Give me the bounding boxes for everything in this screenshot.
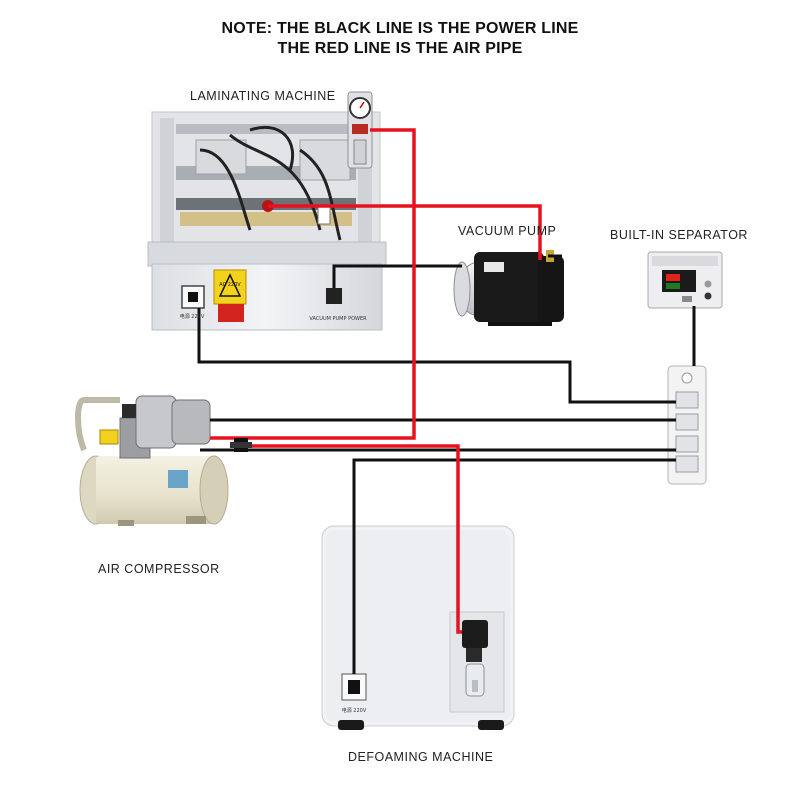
air-compressor <box>75 395 229 526</box>
vacuum-pump <box>453 250 564 326</box>
label-vacuum-pump: VACUUM PUMP <box>458 224 557 238</box>
air-pipes <box>210 128 542 634</box>
built-in-separator <box>647 251 723 309</box>
power-line-defoaming <box>352 458 676 674</box>
vacuum-pump-power-text: VACUUM PUMP POWER <box>309 316 367 322</box>
laminating-machine <box>147 91 387 331</box>
label-defoaming-machine: DEFOAMING MACHINE <box>348 750 494 764</box>
defoam-power-text: 电源 220V <box>342 707 367 714</box>
laminating-power-text: 电源 220V <box>180 313 205 320</box>
power-line-vacuum-pump <box>332 264 462 288</box>
note-air-pipe: THE RED LINE IS THE AIR PIPE <box>277 40 523 57</box>
defoaming-machine <box>321 525 515 730</box>
note-power-line: NOTE: THE BLACK LINE IS THE POWER LINE <box>221 20 579 37</box>
vacuum-power-socket <box>326 288 342 304</box>
label-air-compressor: AIR COMPRESSOR <box>98 562 220 576</box>
label-built-in-separator: BUILT-IN SEPARATOR <box>610 228 748 242</box>
air-pipe-defoaming <box>246 444 462 634</box>
power-strip <box>667 365 707 485</box>
power-lines <box>197 254 696 674</box>
air-pipe-vacuum <box>268 204 542 260</box>
power-rating-text: AC 220V <box>219 282 241 288</box>
power-line-laminating <box>197 308 676 404</box>
pipe-connector-icon <box>230 438 252 452</box>
label-laminating-machine: LAMINATING MACHINE <box>190 89 336 103</box>
air-pipe-main <box>210 128 416 440</box>
